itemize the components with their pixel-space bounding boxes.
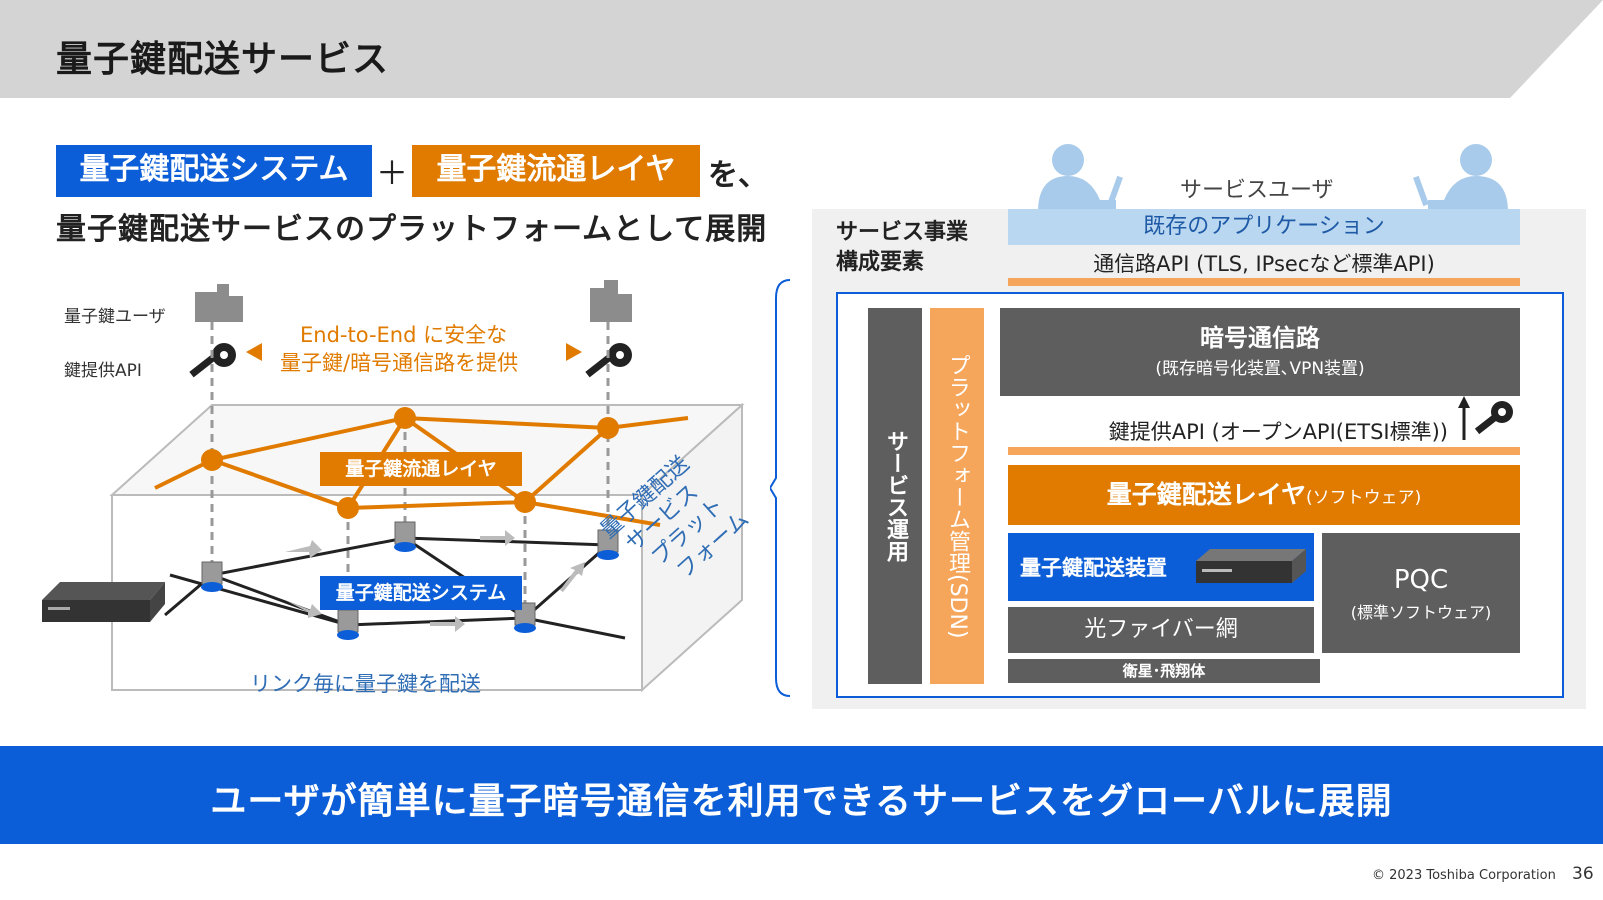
key-icon-left — [189, 343, 236, 378]
network-diagram: 量子鍵配送 サービス プラット フォーム — [42, 280, 754, 693]
service-ops-column — [868, 308, 922, 684]
qkd-device-hardware-icon — [1196, 549, 1306, 583]
service-user-label: サービスユーザ — [1180, 178, 1334, 203]
key-api-text: 鍵提供API (オープンAPI(ETSI標準)) — [1108, 420, 1448, 444]
qkd-layer-sub: (ソフトウェア) — [1306, 488, 1422, 508]
key-up-icon — [1458, 396, 1513, 440]
plus-sign: ＋ — [376, 154, 409, 192]
existing-apps-bar: 既存のアプリケーション — [1008, 209, 1520, 245]
pqc-title: PQC — [1393, 565, 1449, 595]
qkd-layer-box: 量子鍵配送レイヤ(ソフトウェア) — [1008, 465, 1520, 525]
bottom-message: ユーザが簡単に量子暗号通信を利用できるサービスをグローバルに展開 — [210, 781, 1393, 822]
title-band — [0, 0, 1603, 98]
arrow-right-icon — [566, 343, 582, 361]
service-ops-label: サービス運用 — [883, 430, 908, 562]
comm-api-line — [1008, 278, 1520, 286]
arrow-left-icon — [246, 343, 262, 361]
encrypted-channel-sub: (既存暗号化装置､VPN装置) — [1155, 359, 1365, 379]
page-number: 36 — [1572, 864, 1594, 884]
satellite-box: 衛星･飛翔体 — [1008, 659, 1320, 683]
service-user-silhouettes — [1038, 144, 1508, 212]
page-title: 量子鍵配送サービス — [56, 39, 390, 80]
key-user-label: 量子鍵ユーザ — [64, 307, 166, 327]
building-icon-right — [590, 280, 632, 322]
diagram-system-box: 量子鍵配送システム — [320, 576, 522, 610]
key-api-line — [1008, 447, 1520, 455]
e2e-label-2: 量子鍵/暗号通信路を提供 — [280, 351, 519, 375]
qkd-hardware-icon — [42, 582, 165, 622]
e2e-label-1: End-to-End に安全な — [300, 323, 508, 347]
bottom-message-band — [0, 746, 1603, 844]
key-icon-right — [585, 343, 632, 378]
encrypted-channel-title: 暗号通信路 — [1200, 324, 1320, 352]
comm-api-label: 通信路API (TLS, IPsecなど標準API) — [1093, 252, 1435, 276]
diagram-layer-box: 量子鍵流通レイヤ — [320, 452, 522, 486]
encrypted-channel-box: 暗号通信路 (既存暗号化装置､VPN装置) — [1000, 308, 1520, 396]
link-label: リンク毎に量子鍵を配送 — [250, 672, 481, 696]
platform-mgmt-label: プラットフォーム管理(SDN) — [945, 353, 970, 639]
qkd-layer-title: 量子鍵配送レイヤ — [1106, 480, 1306, 509]
key-api-label: 鍵提供API — [64, 361, 142, 381]
building-icon-left — [195, 284, 243, 322]
platform-mgmt-column — [930, 308, 984, 684]
headline-line2: 量子鍵配送サービスのプラットフォームとして展開 — [56, 212, 768, 247]
tag-qkd-system: 量子鍵配送システム — [56, 145, 372, 197]
pqc-box: PQC (標準ソフトウェア) — [1322, 533, 1520, 653]
pqc-sub: (標準ソフトウェア) — [1350, 603, 1492, 622]
bracket — [770, 279, 791, 697]
headline-suffix: を、 — [708, 158, 768, 193]
tag-key-layer: 量子鍵流通レイヤ — [412, 145, 700, 197]
fiber-network-box: 光ファイバー網 — [1008, 607, 1314, 653]
service-components-heading: サービス事業 構成要素 — [836, 220, 969, 275]
copyright: © 2023 Toshiba Corporation — [1372, 868, 1556, 883]
qkd-device-label: 量子鍵配送装置 — [1020, 556, 1167, 580]
